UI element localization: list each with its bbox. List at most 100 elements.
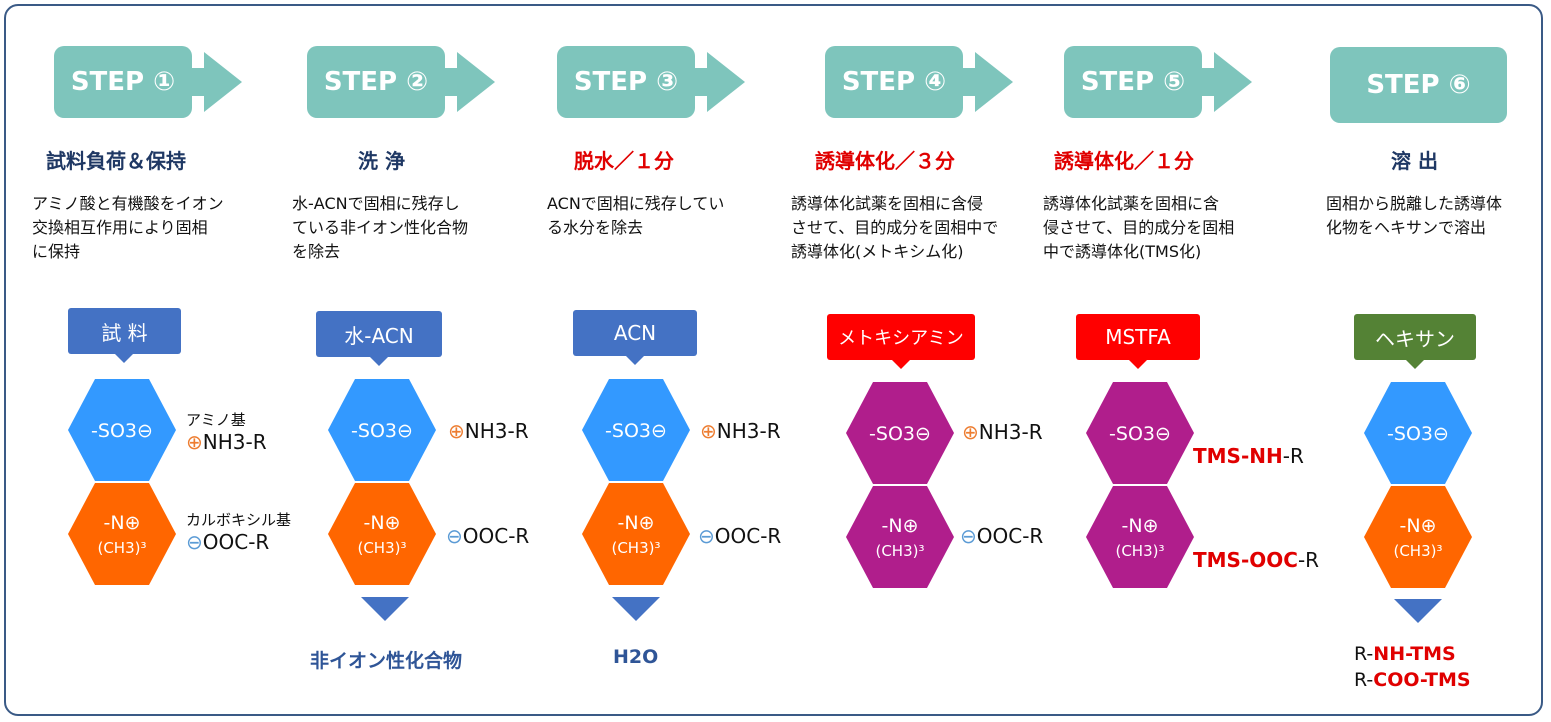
step-2-title: 洗 浄 xyxy=(358,149,405,173)
step-1-hex-bottom-text-1: -N⊕ xyxy=(104,512,141,534)
step-6-result-prefix-1: R- xyxy=(1354,643,1374,665)
step-2-carboxyl-label: ⊖OOC-R xyxy=(446,524,529,548)
step-2-description: 水-ACNで固相に残存し ている非イオン性化合物 を除去 xyxy=(292,194,469,261)
step-6-hex-bottom-text-1: -N⊕ xyxy=(1400,515,1437,537)
step-6-hex-top-text: -SO3⊖ xyxy=(1387,423,1449,445)
step-5-hex-top-text: -SO3⊖ xyxy=(1109,423,1171,445)
step-6-result: R-NH-TMS R-COO-TMS xyxy=(1354,641,1471,693)
step-5-carboxyl-formula: -R xyxy=(1297,548,1320,572)
step-2-hex-bottom-text-2: (CH3)³ xyxy=(357,539,406,557)
plus-icon: ⊕ xyxy=(962,420,979,444)
step-5-carboxyl-label: TMS-OOC-R xyxy=(1193,548,1319,572)
step-5-amino-label: TMS-NH-R xyxy=(1193,444,1304,468)
step-5-hex-sulfonate: -SO3⊖ xyxy=(1086,382,1194,484)
diagram-frame xyxy=(4,4,1543,716)
step-3-hex-bottom-text-2: (CH3)³ xyxy=(611,539,660,557)
step-4-reagent: メトキシアミン xyxy=(827,314,975,370)
step-5-reagent-pointer xyxy=(1128,359,1148,369)
step-2-arrow-icon xyxy=(441,52,495,112)
step-6-result-nh-tms: NH-TMS xyxy=(1373,643,1456,665)
step-1-amino-formula: NH3-R xyxy=(202,430,267,454)
step-3-title: 脱水／１分 xyxy=(574,149,674,173)
step-4-carboxyl-label: ⊖OOC-R xyxy=(960,524,1043,548)
step-1-reagent-pointer xyxy=(114,353,134,363)
step-3-result: H2O xyxy=(613,646,659,668)
step-6-reagent: ヘキサン xyxy=(1354,314,1476,370)
step-3-hex-top-text: -SO3⊖ xyxy=(605,420,667,442)
step-3-label: STEP ③ xyxy=(557,46,695,118)
step-1-label: STEP ① xyxy=(54,46,192,118)
step-2-hex-top-text: -SO3⊖ xyxy=(351,420,413,442)
step-3-reagent: ACN xyxy=(573,310,697,366)
step-2-header: STEP ② xyxy=(307,45,497,119)
step-4-arrow-icon xyxy=(959,52,1013,112)
plus-icon: ⊕ xyxy=(700,419,717,443)
step-4-hex-bottom-text-2: (CH3)³ xyxy=(875,542,924,560)
step-1-carboxyl-formula: OOC-R xyxy=(202,530,270,554)
step-1-description: アミノ酸と有機酸をイオン 交換相互作用により固相 に保持 xyxy=(32,194,224,261)
step-5-hex-bottom-text-2: (CH3)³ xyxy=(1115,542,1164,560)
step-2-hex-sulfonate: -SO3⊖ xyxy=(328,379,436,481)
step-5-amino-tms: TMS-NH xyxy=(1193,444,1283,468)
step-2-amino-label: ⊕NH3-R xyxy=(448,419,529,443)
step-4-carboxyl-formula: OOC-R xyxy=(976,524,1044,548)
step-6-hex-sulfonate: -SO3⊖ xyxy=(1364,382,1472,484)
step-2-carboxyl-formula: OOC-R xyxy=(462,524,530,548)
step-3-hex-ammonium: -N⊕ (CH3)³ xyxy=(582,483,690,585)
step-4-reagent-label: メトキシアミン xyxy=(827,314,975,360)
step-2-amino-formula: NH3-R xyxy=(464,419,529,443)
step-6-result-prefix-2: R- xyxy=(1354,669,1374,691)
step-1-hex-ammonium: -N⊕ (CH3)³ xyxy=(68,483,176,585)
step-5-reagent: MSTFA xyxy=(1076,314,1200,370)
step-1-carboxyl-caption: カルボキシル基 xyxy=(186,511,292,529)
step-3-reagent-label: ACN xyxy=(573,310,697,356)
step-4-label: STEP ④ xyxy=(825,46,963,118)
step-1-carboxyl-label: カルボキシル基 ⊖OOC-R xyxy=(186,510,291,554)
step-6-reagent-label: ヘキサン xyxy=(1354,314,1476,360)
step-4-title: 誘導体化／３分 xyxy=(815,149,955,173)
step-6-result-line-1: R-NH-TMS xyxy=(1354,641,1471,667)
step-4-hex-ammonium: -N⊕ (CH3)³ xyxy=(846,486,954,588)
step-1-title: 試料負荷＆保持 xyxy=(46,149,186,173)
step-6-title: 溶 出 xyxy=(1391,149,1438,173)
step-5-header: STEP ⑤ xyxy=(1064,45,1254,119)
step-4-header: STEP ④ xyxy=(825,45,1015,119)
step-5-title: 誘導体化／１分 xyxy=(1054,149,1194,173)
step-6-header: STEP ⑥ xyxy=(1330,47,1507,123)
step-4-hex-bottom-text-1: -N⊕ xyxy=(882,515,919,537)
step-5-reagent-label: MSTFA xyxy=(1076,314,1200,360)
step-2-hex-ammonium: -N⊕ (CH3)³ xyxy=(328,483,436,585)
step-3-amino-formula: NH3-R xyxy=(716,419,781,443)
step-5-description: 誘導体化試薬を固相に含 侵させて、目的成分を固相 中で誘導体化(TMS化) xyxy=(1043,194,1235,261)
step-4-amino-formula: NH3-R xyxy=(978,420,1043,444)
plus-icon: ⊕ xyxy=(186,430,203,454)
step-5-hex-bottom-text-1: -N⊕ xyxy=(1122,515,1159,537)
step-5-hex-ammonium: -N⊕ (CH3)³ xyxy=(1086,486,1194,588)
step-3-down-arrow-icon xyxy=(612,597,660,621)
step-2-reagent-pointer xyxy=(369,356,389,366)
step-3-hex-sulfonate: -SO3⊖ xyxy=(582,379,690,481)
step-5-amino-formula: -R xyxy=(1282,444,1304,468)
step-2-result: 非イオン性化合物 xyxy=(310,650,463,672)
step-3-description: ACNで固相に残存してい る水分を除去 xyxy=(547,194,725,237)
step-3-reagent-pointer xyxy=(625,355,645,365)
step-1-reagent: 試 料 xyxy=(68,308,181,364)
step-1-header: STEP ① xyxy=(54,45,244,119)
step-2-hex-bottom-text-1: -N⊕ xyxy=(364,512,401,534)
step-2-reagent-label: 水-ACN xyxy=(316,311,442,357)
step-1-amino-caption: アミノ基 xyxy=(186,411,246,429)
step-6-description: 固相から脱離した誘導体 化物をヘキサンで溶出 xyxy=(1326,194,1503,237)
step-3-carboxyl-formula: OOC-R xyxy=(714,524,782,548)
step-6-result-coo-tms: COO-TMS xyxy=(1373,669,1471,691)
step-3-arrow-icon xyxy=(691,52,745,112)
plus-icon: ⊕ xyxy=(448,419,465,443)
step-2-reagent: 水-ACN xyxy=(316,311,442,367)
step-3-carboxyl-label: ⊖OOC-R xyxy=(698,524,781,548)
minus-icon: ⊖ xyxy=(186,530,203,554)
minus-icon: ⊖ xyxy=(960,524,977,548)
step-1-reagent-label: 試 料 xyxy=(68,308,181,354)
step-3-header: STEP ③ xyxy=(557,45,747,119)
minus-icon: ⊖ xyxy=(446,524,463,548)
step-2-down-arrow-icon xyxy=(361,597,409,621)
step-6-hex-ammonium: -N⊕ (CH3)³ xyxy=(1364,486,1472,588)
